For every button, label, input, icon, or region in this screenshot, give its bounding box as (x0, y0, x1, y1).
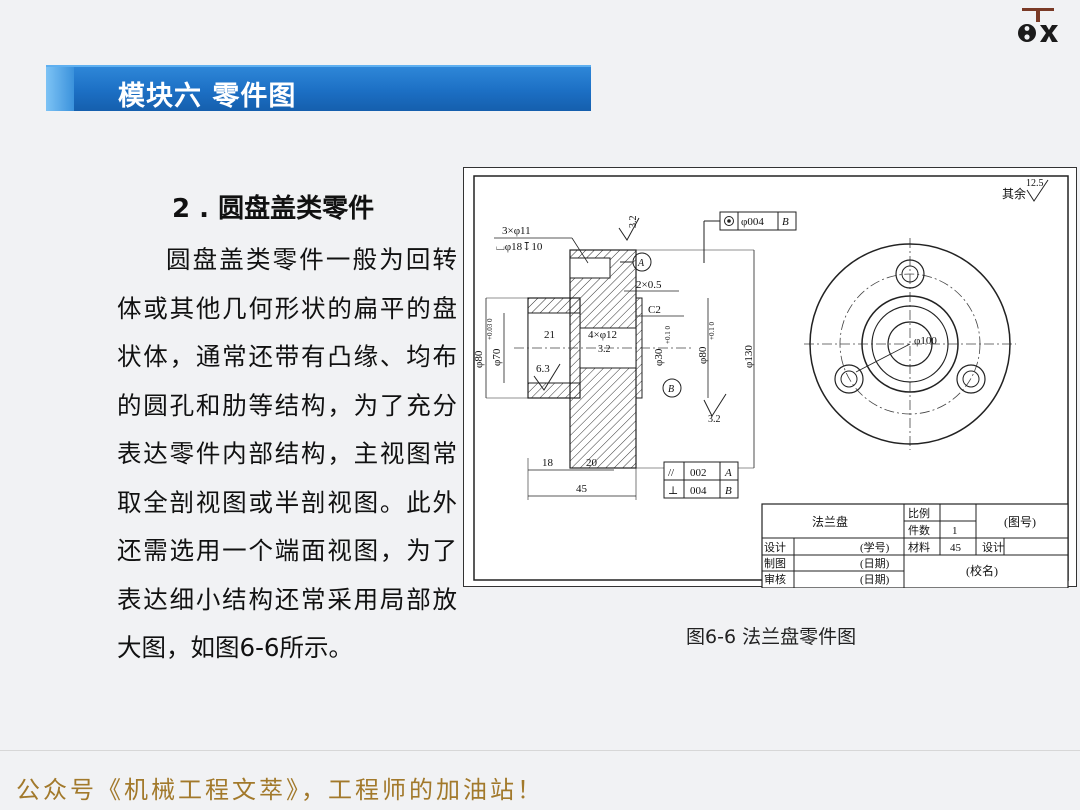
geo-tolerance-frames: // 002 A ⊥ 004 B (663, 461, 739, 499)
dim-phi30: φ30 (653, 348, 665, 366)
dim-45: 45 (576, 483, 588, 495)
roughness-63-value: 6.3 (536, 363, 550, 375)
title-school: (校名) (966, 563, 998, 578)
roughness-top-value: 3.2 (628, 216, 639, 229)
module-title: 模块六 零件图 (118, 81, 297, 112)
datum-a-label: A (637, 258, 645, 269)
geo-tol-parallel-value: 002 (690, 467, 707, 479)
roughness-top-icon (618, 217, 640, 241)
dim-phi70: φ70 (491, 348, 503, 366)
title-material-label: 材料 (908, 540, 930, 554)
footer-text: 公众号《机械工程文萃》，工程师的加油站！ (16, 776, 544, 804)
geo-tol-parallel-datum: A (724, 467, 732, 479)
holes-note-line2: ⌴φ18↧10 (496, 241, 543, 253)
dim-phi80b-tol: +0.1 0 (708, 322, 716, 340)
section-heading: 2 . 圆盘盖类零件 (172, 194, 375, 224)
dim-phi70-tol: +0.03 0 (486, 318, 494, 340)
geo-tol-perp-datum: B (725, 485, 732, 497)
banner-accent (46, 67, 74, 111)
title-material-value: 45 (950, 542, 962, 554)
roughness-other-value: 12.5 (1026, 178, 1044, 189)
title-design-label2: 设计 (982, 541, 1004, 554)
dim-phi80b: φ80 (697, 346, 709, 364)
runout-datum: B (782, 216, 789, 228)
dim-phi30-tol: +0.1 0 (664, 326, 672, 344)
runout-circle-icon (724, 216, 734, 226)
footer-divider (0, 750, 1080, 751)
end-view (804, 238, 1016, 450)
geo-tol-parallel-symbol: // (668, 467, 675, 479)
datum-b-circle (662, 378, 682, 398)
title-check-label: 审核 (764, 572, 786, 586)
title-draw-label: 制图 (764, 557, 786, 570)
flange-drawing-svg: 其余 12.5 3×φ11 ⌴φ18↧10 3.2 φ004 B A 2×0.5… (473, 175, 1069, 588)
figure-caption: 图6-6 法兰盘零件图 (686, 626, 857, 648)
roughness-low-icon (703, 393, 727, 418)
title-qty-value: 1 (952, 525, 958, 537)
geo-tol-perp-symbol: ⊥ (668, 485, 678, 497)
body-paragraph: 圆盘盖类零件一般为回转体或其他几何形状的扁平的盘状体，通常还带有凸缘、均布的圆孔… (117, 245, 457, 662)
runout-value: φ004 (741, 216, 764, 228)
roughness-low-value: 3.2 (708, 414, 721, 425)
dim-20: 20 (586, 457, 598, 469)
dim-phi100: φ100 (914, 335, 937, 347)
roughness-other-label: 其余 (1002, 186, 1026, 201)
dim-21: 21 (544, 329, 555, 341)
title-drawing-no: (图号) (1004, 515, 1036, 529)
roughness-63-icon (533, 363, 561, 391)
dim-4x-phi12: 4×φ12 (588, 329, 617, 341)
holes-note-line1: 3×φ11 (502, 225, 531, 237)
undercut-label: 2×0.5 (636, 279, 662, 291)
module-banner: 模块六 零件图 (46, 65, 591, 112)
chamfer-label: C2 (648, 304, 661, 316)
title-design-label: 设计 (764, 541, 786, 554)
datum-b-label: B (668, 384, 674, 395)
section-view (514, 249, 694, 469)
roughness-symbol-icon (1026, 179, 1049, 202)
title-part-name: 法兰盘 (812, 514, 848, 529)
title-scale-label: 比例 (908, 506, 930, 520)
dim-18: 18 (542, 457, 554, 469)
title-date2: (日期) (860, 573, 890, 586)
title-student-no: (学号) (860, 540, 890, 554)
title-qty-label: 件数 (908, 524, 930, 537)
geo-tol-perp-value: 004 (690, 485, 707, 497)
dim-phi130: φ130 (743, 345, 755, 368)
title-date1: (日期) (860, 557, 890, 570)
engineering-drawing: 其余 12.5 3×φ11 ⌴φ18↧10 3.2 φ004 B A 2×0.5… (463, 167, 1077, 588)
roughness-mid-value: 3.2 (598, 344, 611, 355)
logo-icon (1018, 8, 1058, 42)
dim-phi80: φ80 (473, 350, 485, 368)
title-block (761, 503, 1069, 588)
